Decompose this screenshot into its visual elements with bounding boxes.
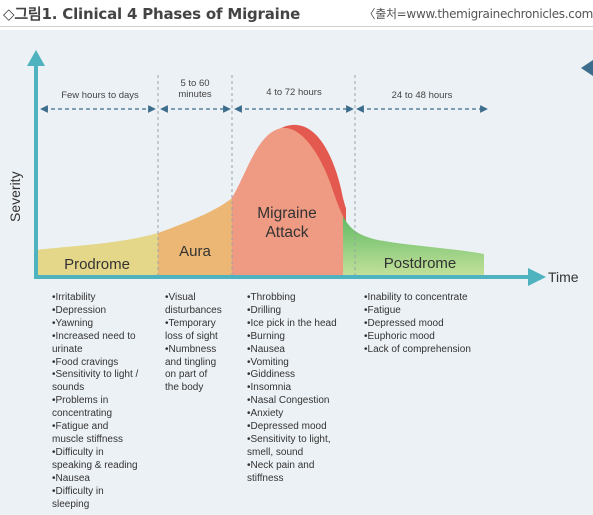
symptom-item: •Vomiting xyxy=(247,356,289,368)
attack-area xyxy=(232,127,343,275)
migraine-phases-diagram: Severity Time Few hours to days 5 to 60 … xyxy=(0,30,593,515)
symptom-item: •Depressed mood xyxy=(364,317,444,329)
symptom-item: •Burning xyxy=(247,330,285,342)
figure-title: ◇그림1. Clinical 4 Phases of Migraine xyxy=(3,5,301,23)
symptom-item: •Nausea xyxy=(52,472,90,484)
symptom-item: •Depressed mood xyxy=(247,421,327,433)
figure-source: 〈출처=www.themigrainechronicles.com xyxy=(363,7,593,21)
symptom-item: •Visual disturbances xyxy=(165,292,222,316)
duration-label-attack: 4 to 72 hours xyxy=(266,87,322,98)
duration-label-postdrome: 24 to 48 hours xyxy=(391,90,453,101)
figure-caption-bar: ◇그림1. Clinical 4 Phases of Migraine 〈출처=… xyxy=(0,0,593,27)
symptom-item: •Fatigue xyxy=(364,304,401,316)
phase-label-prodrome: Prodrome xyxy=(64,256,130,273)
diagram-canvas xyxy=(27,50,546,286)
symptom-item: •Food cravings xyxy=(52,356,119,368)
symptom-item: •Sensitivity to light / sounds xyxy=(52,369,139,394)
symptom-item: •Depression xyxy=(52,304,107,316)
symptom-list-attack: •Throbbing •Drilling •Ice pick in the he… xyxy=(247,292,357,486)
symptom-list-prodrome: •Irritability •Depression •Yawning •Incr… xyxy=(52,292,156,511)
symptom-item: •Nasal Congestion xyxy=(247,395,330,407)
symptom-item: •Ice pick in the head xyxy=(247,317,337,329)
triangle-marker-icon xyxy=(581,60,593,76)
symptom-item: •Numbness and tingling on part of the bo… xyxy=(165,343,217,394)
duration-label-aura: 5 to 60 minutes xyxy=(178,78,212,100)
symptom-item: •Drilling xyxy=(247,304,282,316)
symptom-item: •Throbbing xyxy=(247,292,296,303)
phase-label-aura: Aura xyxy=(179,243,211,260)
y-axis-arrow-icon xyxy=(27,50,45,66)
symptom-list-postdrome: •Inability to concentrate •Fatigue •Depr… xyxy=(364,292,494,357)
x-axis-label: Time xyxy=(548,269,579,285)
symptom-item: •Difficulty in sleeping xyxy=(52,485,104,510)
symptom-item: •Insomnia xyxy=(247,382,292,394)
symptom-item: •Anxiety xyxy=(247,408,284,420)
duration-label-prodrome: Few hours to days xyxy=(61,90,139,101)
symptom-item: •Temporary loss of sight xyxy=(165,317,218,342)
symptom-item: •Inability to concentrate xyxy=(364,292,468,303)
symptom-item: •Neck pain and stiffness xyxy=(247,459,315,484)
symptom-item: •Yawning xyxy=(52,317,94,329)
symptom-item: •Irritability xyxy=(52,292,96,303)
symptom-item: •Sensitivity to light, smell, sound xyxy=(247,433,331,458)
prodrome-area xyxy=(36,233,158,275)
x-axis-arrow-icon xyxy=(528,268,546,286)
axes xyxy=(27,50,546,286)
aura-area xyxy=(158,198,232,275)
symptom-item: •Lack of comprehension xyxy=(364,343,471,355)
symptom-item: •Euphoric mood xyxy=(364,330,435,342)
symptom-item: •Difficulty in speaking & reading xyxy=(52,446,138,471)
symptom-item: •Fatigue and muscle stiffness xyxy=(52,421,123,445)
phase-label-postdrome: Postdrome xyxy=(383,255,457,272)
symptom-item: •Increased need to urinate xyxy=(52,330,136,355)
y-axis-label: Severity xyxy=(7,171,23,222)
symptom-item: •Nausea xyxy=(247,343,285,355)
symptom-item: •Giddiness xyxy=(247,369,295,381)
postdrome-area xyxy=(343,216,484,275)
phase-label-attack: Migraine Attack xyxy=(257,205,317,241)
symptom-list-aura: •Visual disturbances •Temporary loss of … xyxy=(165,292,235,395)
symptom-item: •Problems in concentrating xyxy=(52,395,113,420)
